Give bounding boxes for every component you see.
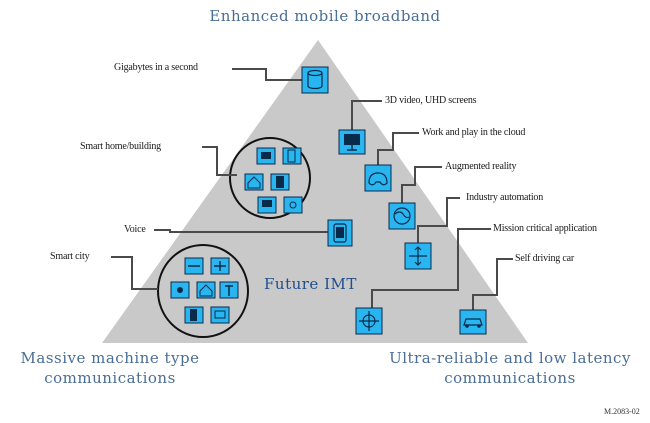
industry-automation-label: Industry automation <box>466 192 544 203</box>
smart-home-cluster <box>229 137 311 219</box>
future-imt-label: Future IMT <box>264 275 357 293</box>
camera-icon <box>283 196 303 214</box>
car-icon <box>459 309 487 335</box>
globe-icon <box>388 202 416 230</box>
self-driving-label: Self driving car <box>515 253 575 264</box>
house-icon <box>196 281 216 299</box>
figure-reference: M.2083-02 <box>604 407 640 416</box>
automation-icon-box <box>404 242 432 270</box>
cctv-icon <box>210 306 230 324</box>
smart-home-label: Smart home/building <box>80 141 161 152</box>
work-play-icon-box <box>364 164 392 192</box>
augmented-reality-label: Augmented reality <box>445 161 517 172</box>
urllc-title-line2: communications <box>444 369 576 387</box>
work-play-label: Work and play in the cloud <box>422 127 526 138</box>
home-icon <box>244 173 264 191</box>
enhanced-mobile-broadband-title: Enhanced mobile broadband <box>209 7 441 25</box>
smart-city-icons <box>170 257 239 324</box>
connector-lines <box>111 68 513 310</box>
massive-mtc-title-line2: communications <box>44 369 176 387</box>
smart-city-cluster <box>157 244 249 338</box>
smart-city-label: Smart city <box>50 251 90 262</box>
video-3d-label: 3D video, UHD screens <box>385 95 477 106</box>
massive-mtc-title-line1: Massive machine type <box>20 349 200 367</box>
urllc-title-line1: Ultra-reliable and low latency <box>389 349 631 367</box>
smart-home-icons <box>244 147 303 214</box>
voice-label: Voice <box>124 224 146 235</box>
mission-critical-icon-box <box>355 307 383 335</box>
voice-icon-box <box>327 219 353 247</box>
video-icon-box <box>338 129 366 155</box>
gigabytes-icon-box <box>301 66 329 94</box>
mission-critical-label: Mission critical application <box>493 223 597 234</box>
self-driving-icon-box <box>459 309 487 335</box>
gamepad-icon <box>364 164 392 192</box>
ar-icon-box <box>388 202 416 230</box>
gigabytes-label: Gigabytes in a second <box>114 62 198 73</box>
